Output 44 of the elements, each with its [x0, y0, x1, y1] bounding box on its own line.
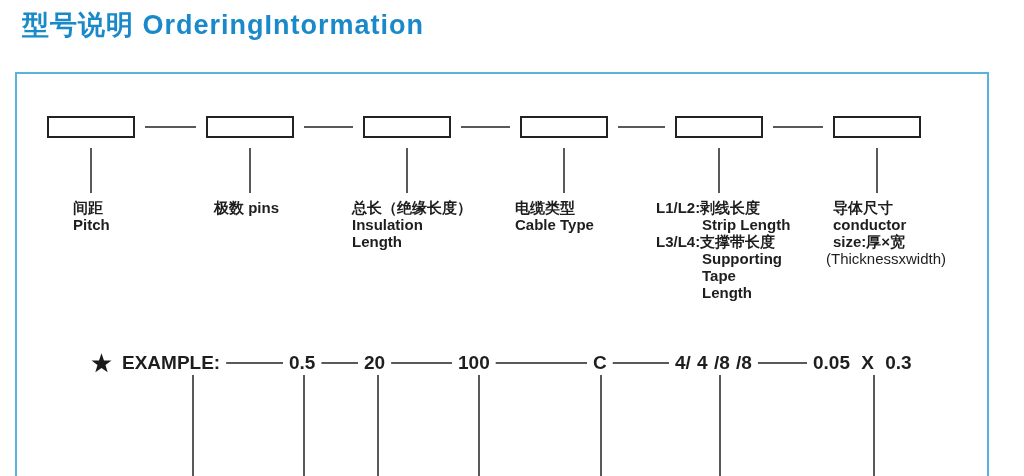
- connector-line: [320, 362, 359, 364]
- leader-line: [719, 374, 721, 476]
- field-label: L3/L4:支撑带长度 Supporting Tape Length: [656, 233, 782, 301]
- leader-line: [377, 374, 379, 476]
- example-value: 20: [358, 351, 392, 375]
- field-label: conductor size:厚×宽: [833, 216, 908, 250]
- example-value: 0.5: [283, 351, 322, 375]
- example-value: 0.05 X 0.3: [807, 351, 918, 375]
- connector-line: [225, 362, 284, 364]
- field-label: 导体尺寸: [833, 199, 894, 216]
- leader-line: [478, 374, 480, 476]
- title: 型号说明 OrderingIntormation: [22, 9, 424, 42]
- leader-line: [563, 147, 565, 194]
- field-label: Insulation Length: [352, 216, 424, 250]
- leader-line: [90, 147, 92, 194]
- example-value: 100: [452, 351, 496, 375]
- leader-line: [873, 374, 875, 476]
- leader-line: [303, 374, 305, 476]
- connector-line: [303, 126, 354, 128]
- leader-line: [600, 374, 602, 476]
- field-label: (Thicknessxwidth): [826, 250, 947, 267]
- field-label: 间距: [73, 199, 104, 216]
- leader-line: [406, 147, 408, 194]
- connector-line: [757, 362, 808, 364]
- field-label: Cable Type: [515, 216, 594, 233]
- connector-line: [772, 126, 824, 128]
- field-label: Pitch: [73, 216, 110, 233]
- field-label: 电缆类型: [515, 199, 576, 216]
- connector-line: [612, 362, 670, 364]
- connector-line: [460, 126, 511, 128]
- example-value: 4/ 4 /8 /8: [669, 351, 758, 375]
- field-label: 极数 pins: [214, 193, 279, 216]
- leader-line: [876, 147, 878, 194]
- connector-line: [617, 126, 666, 128]
- leader-line: [249, 147, 251, 194]
- field-label: 总长（绝缘长度）: [352, 199, 472, 216]
- leader-line: [192, 374, 194, 476]
- example-label: EXAMPLE:: [116, 351, 227, 375]
- connector-line: [390, 362, 453, 364]
- connector-line: [144, 126, 197, 128]
- field-label: L1/L2:剥线长度 Strip Length: [656, 199, 791, 233]
- connector-line: [494, 362, 588, 364]
- example-value: C: [587, 351, 613, 375]
- leader-line: [718, 147, 720, 194]
